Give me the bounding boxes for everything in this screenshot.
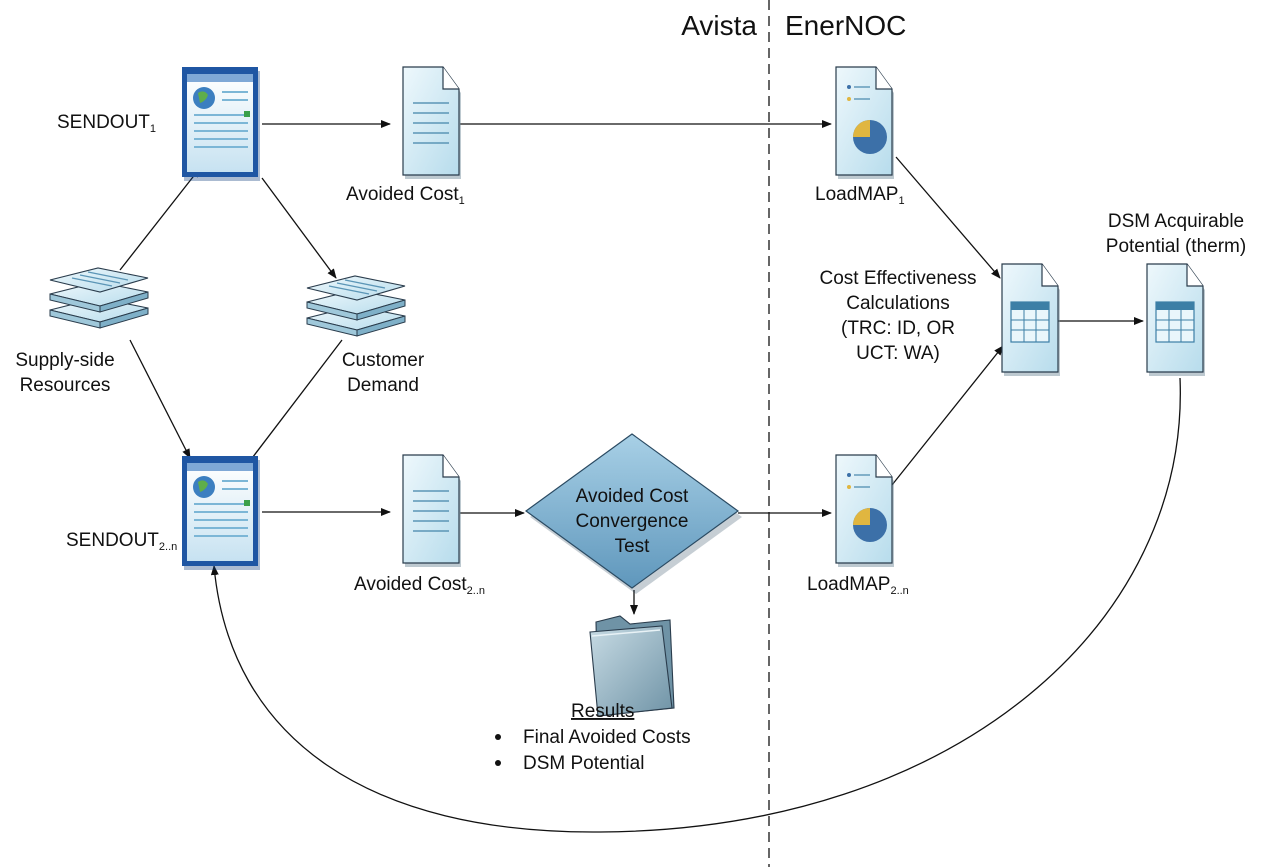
convergence-test-diamond: [524, 433, 742, 594]
customer-demand-stacked-documents-icon: [306, 275, 406, 337]
avoided-cost1-document-icon: [402, 66, 461, 179]
supply-side-label-line1: Supply-side: [15, 350, 114, 371]
loadmap2-report-pie-chart-icon: [835, 454, 894, 567]
dsm-potential-spreadsheet-document-icon: [1146, 263, 1205, 376]
cost-effectiveness-spreadsheet-document-icon: [1001, 263, 1060, 376]
sendout1-label: SENDOUT1: [57, 112, 156, 135]
loadmap1-report-pie-chart-icon: [835, 66, 894, 179]
sendout2-label: SENDOUT2..n: [66, 530, 177, 553]
loadmap1-label: LoadMAP1: [815, 184, 905, 207]
enernoc-header: EnerNOC: [785, 10, 906, 41]
results-bullet-1: [495, 734, 501, 740]
edge-loadmap2-costeff: [887, 345, 1004, 491]
sendout2-browser-window-icon: [182, 456, 260, 570]
cost-eff-label-line3: (TRC: ID, OR: [841, 318, 955, 339]
customer-demand-label-line2: Demand: [347, 375, 419, 396]
cost-eff-label-line2: Calculations: [846, 293, 950, 314]
supply-side-label-line2: Resources: [20, 375, 111, 396]
edge-supply-sendout1: [119, 167, 201, 271]
edge-dsm-feedback-loop: [210, 377, 1181, 833]
sendout1-browser-window-icon: [182, 67, 260, 181]
edge-supply-sendout2: [129, 339, 191, 459]
avoided-cost2-label: Avoided Cost2..n: [354, 574, 485, 597]
cost-eff-label-line1: Cost Effectiveness: [819, 268, 976, 289]
avista-header: Avista: [681, 10, 757, 41]
convergence-label-line1: Avoided Cost: [576, 486, 689, 507]
convergence-label-line3: Test: [615, 536, 651, 557]
dsm-label-line2: Potential (therm): [1106, 236, 1246, 257]
edge-demand-sendout2: [245, 339, 343, 467]
results-bullet-2: [495, 760, 501, 766]
results-folder-icon: [589, 615, 675, 717]
supply-side-stacked-documents-icon: [49, 267, 149, 329]
edge-sendout1-demand: [261, 177, 337, 279]
avoided-cost2-document-icon: [402, 454, 461, 567]
results-item-2: DSM Potential: [523, 753, 644, 774]
customer-demand-label-line1: Customer: [342, 350, 425, 371]
edge-loadmap1-costeff: [895, 156, 1001, 279]
cost-eff-label-line4: UCT: WA): [856, 343, 940, 364]
dsm-label-line1: DSM Acquirable: [1108, 211, 1244, 232]
results-item-1: Final Avoided Costs: [523, 727, 691, 748]
convergence-label-line2: Convergence: [575, 511, 688, 532]
results-title: Results: [571, 701, 634, 722]
loadmap2-label: LoadMAP2..n: [807, 574, 909, 597]
connectors: [119, 120, 1181, 833]
avoided-cost1-label: Avoided Cost1: [346, 184, 465, 207]
